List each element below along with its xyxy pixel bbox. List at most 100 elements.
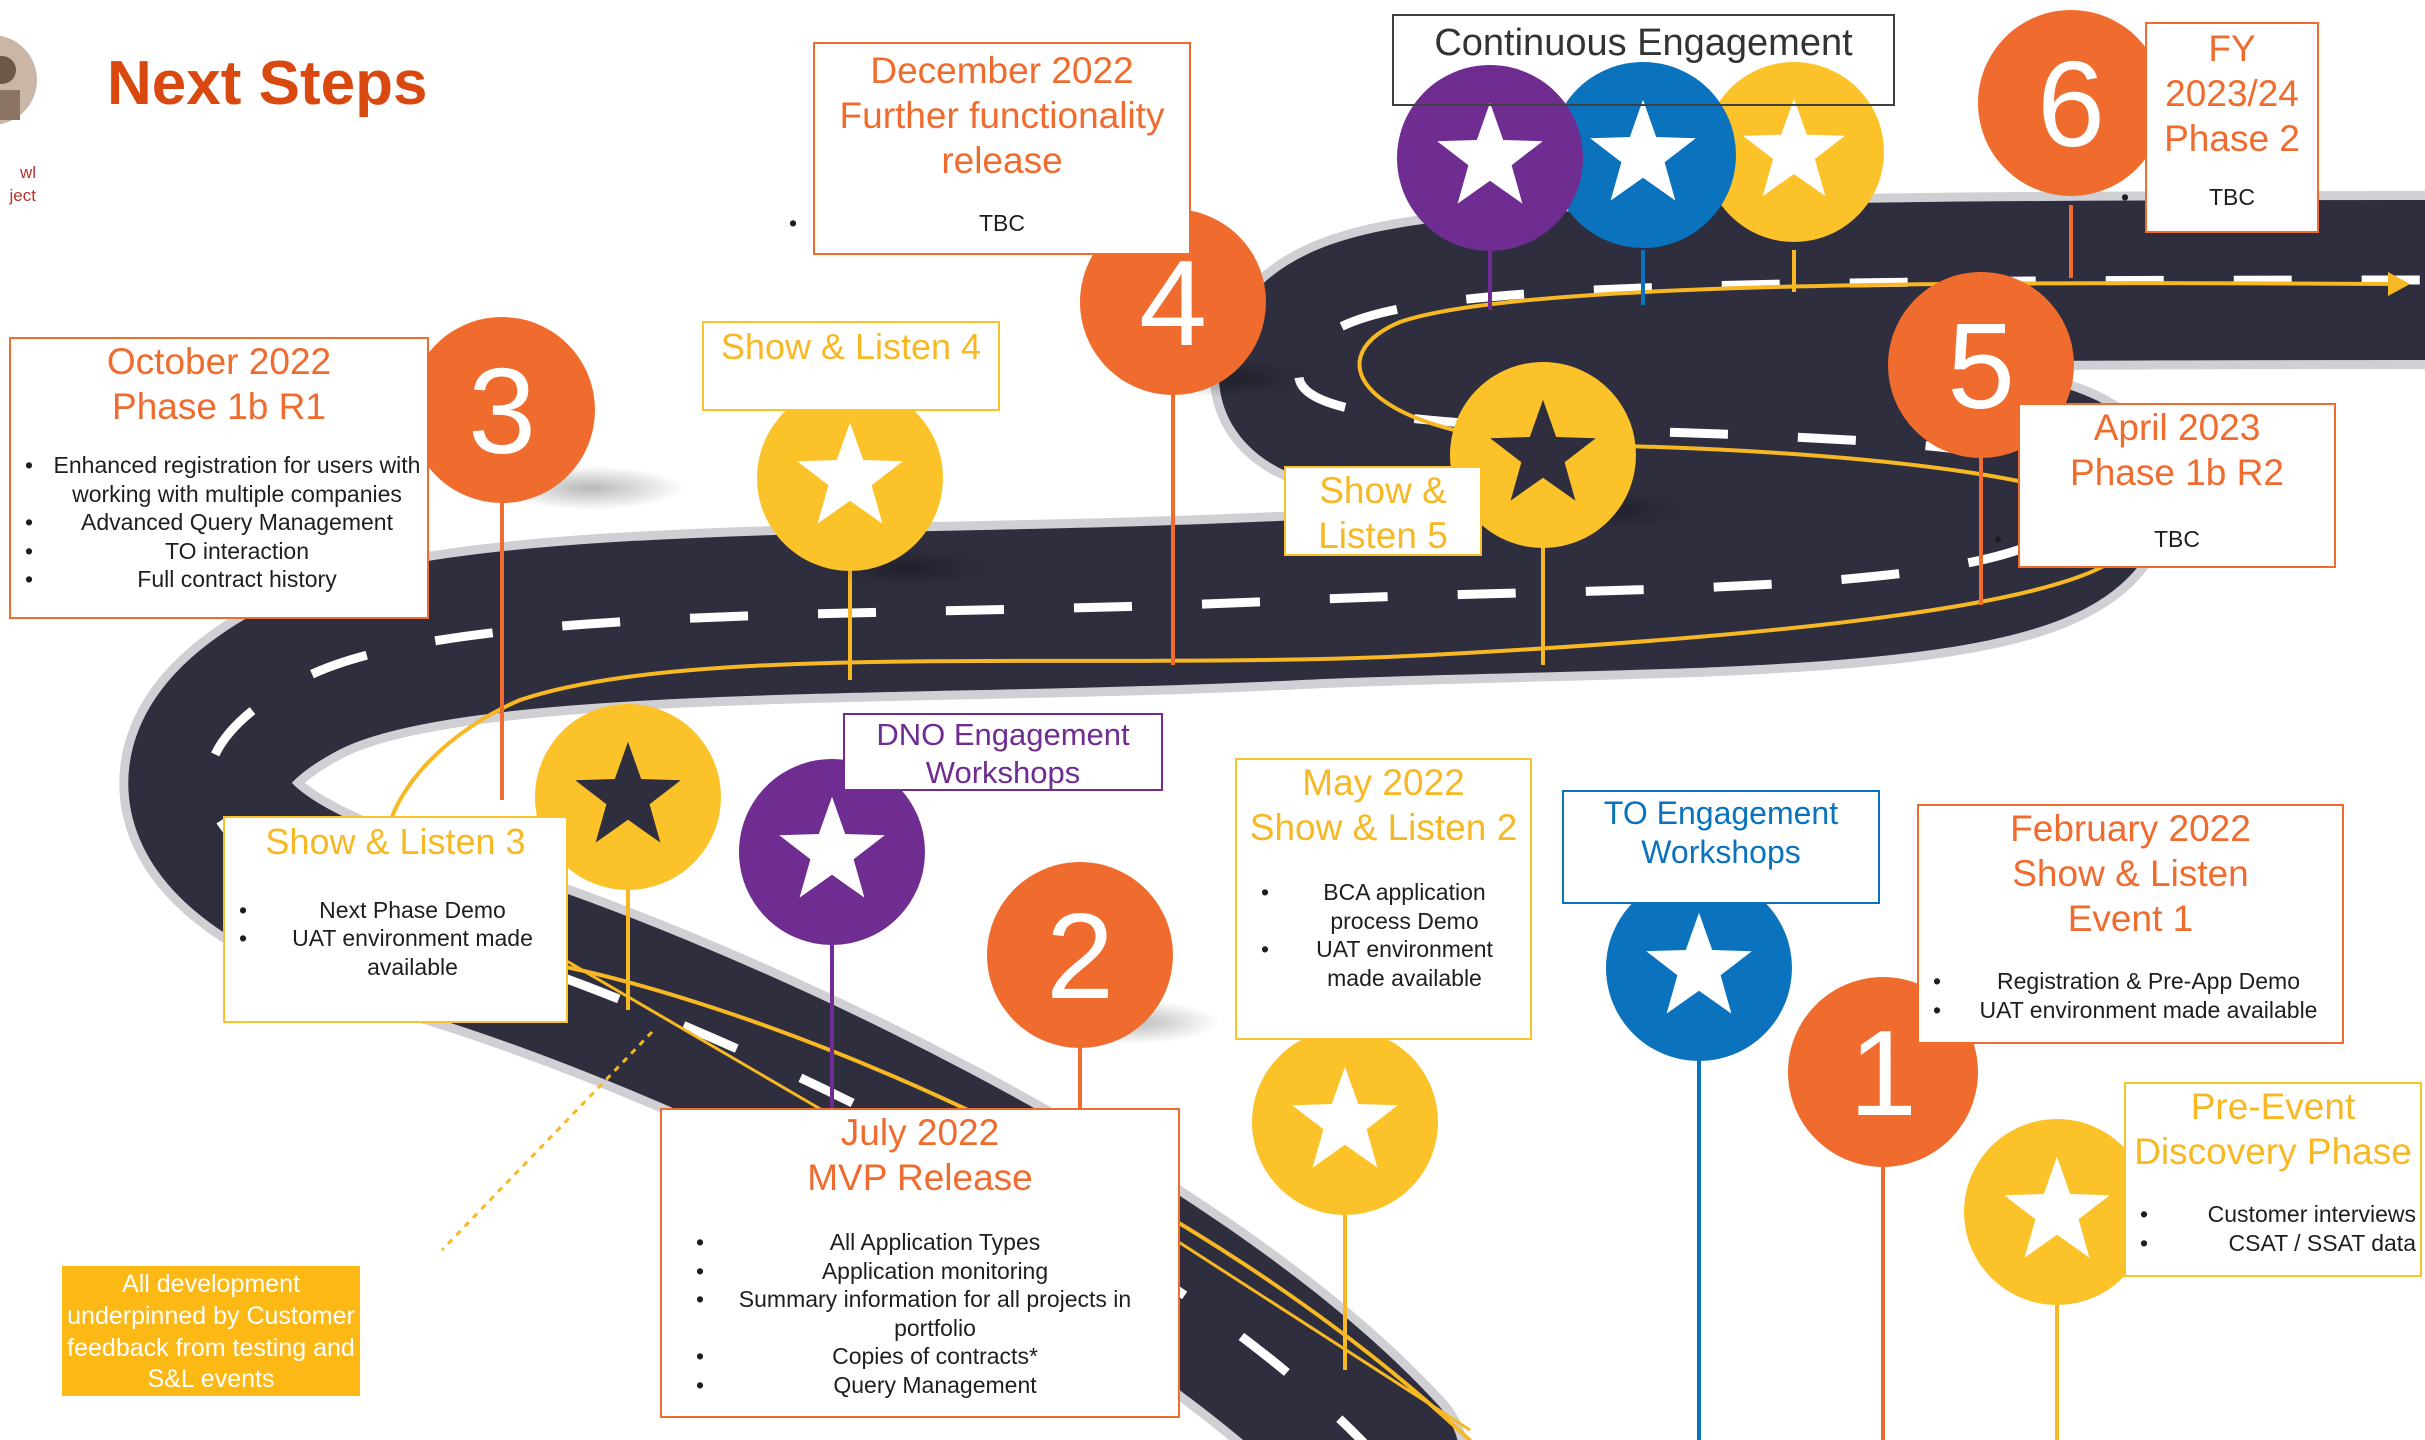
list-item: Copies of contracts* <box>696 1342 1148 1371</box>
show-listen-5-box: Show & Listen 5 <box>1284 466 1482 556</box>
show-listen-5-title: Show & Listen 5 <box>1286 468 1480 558</box>
list-item: TBC <box>1994 525 2334 554</box>
list-item: Query Management <box>696 1371 1148 1400</box>
list-item: Enhanced registration for users with wor… <box>25 451 423 508</box>
list-item: Customer interviews <box>2140 1200 2416 1229</box>
svg-text:3: 3 <box>468 343 536 479</box>
show-listen-3-title: Show & Listen 3 <box>265 821 526 862</box>
milestone-1-title-line: Show & Listen <box>2012 853 2249 895</box>
star-pin-pre-event[interactable] <box>1964 1119 2150 1305</box>
event-pins <box>535 62 2150 1305</box>
milestone-3-title-line: October 2022 <box>106 341 332 382</box>
page-title: Next Steps <box>107 49 428 118</box>
milestone-2-title: July 2022 MVP Release <box>662 1110 1178 1200</box>
milestone-pin-2[interactable]: 2 <box>987 862 1173 1048</box>
milestone-1-title-line: February 2022 <box>2010 808 2251 849</box>
milestone-4-title: December 2022 Further functionality rele… <box>815 48 1189 183</box>
show-listen-3-box: Show & Listen 3 Next Phase Demo UAT envi… <box>223 816 568 1023</box>
avatar-caption-line2: ject <box>9 185 36 205</box>
milestone-6-bullets: TBC <box>2121 183 2317 212</box>
milestone-pin-4[interactable]: 4 <box>1080 209 1266 395</box>
svg-text:4: 4 <box>1139 235 1207 371</box>
list-item: All Application Types <box>696 1228 1148 1257</box>
list-item: Application monitoring <box>696 1257 1148 1286</box>
star-pin-show-listen-4[interactable] <box>757 385 943 571</box>
connectors <box>440 958 1471 1432</box>
milestone-4-bullets: TBC <box>789 209 1189 238</box>
milestone-6-title: FY 2023/24 Phase 2 <box>2147 26 2317 161</box>
list-item: BCA application process Demo <box>1261 878 1522 935</box>
milestone-5-title: April 2023 Phase 1b R2 <box>2020 405 2334 495</box>
list-item: CSAT / SSAT data <box>2140 1229 2416 1258</box>
milestone-3-title-line: Phase 1b R1 <box>112 386 326 428</box>
milestone-2-bullets: All Application Types Application monito… <box>696 1228 1148 1400</box>
to-workshops-box: TO Engagement Workshops <box>1562 790 1880 904</box>
show-listen-2-title-line: Show & Listen 2 <box>1249 807 1518 849</box>
milestone-3-title: October 2022 Phase 1b R1 <box>11 339 427 429</box>
milestone-6-title-line: 2023/24 <box>2165 73 2299 115</box>
avatar <box>0 35 37 125</box>
to-workshops-title-line: TO Engagement <box>1603 795 1839 831</box>
milestone-6-box: FY 2023/24 Phase 2 TBC <box>2121 22 2319 233</box>
svg-text:2: 2 <box>1046 888 1114 1024</box>
milestone-4-box: December 2022 Further functionality rele… <box>789 42 1191 255</box>
star-pin-dno-workshops[interactable] <box>739 759 925 945</box>
show-listen-2-box: May 2022 Show & Listen 2 BCA application… <box>1235 758 1532 1040</box>
dno-workshops-box: DNO Engagement Workshops <box>843 713 1163 791</box>
show-listen-3-bullets: Next Phase Demo UAT environment made ava… <box>239 896 560 982</box>
milestone-1-title-line: Event 1 <box>2067 898 2194 940</box>
milestone-5-title-line: April 2023 <box>2093 407 2261 448</box>
dno-workshops-title: DNO Engagement Workshops <box>845 716 1161 792</box>
list-item: Next Phase Demo <box>239 896 560 925</box>
pre-event-title-line: Pre-Event <box>2190 1086 2356 1127</box>
milestone-4-title-line: December 2022 <box>870 50 1134 91</box>
pre-event-title: Pre-Event Discovery Phase <box>2126 1084 2420 1174</box>
star-pin-show-listen-3[interactable] <box>535 704 721 890</box>
star-pin-continuous-purple[interactable] <box>1397 65 1583 251</box>
list-item: Full contract history <box>25 565 423 594</box>
continuous-engagement-box: Continuous Engagement <box>1392 14 1895 106</box>
list-item: Summary information for all projects in … <box>696 1285 1148 1342</box>
milestone-2-box: July 2022 MVP Release All Application Ty… <box>660 1108 1180 1418</box>
show-listen-5-title-line: Listen 5 <box>1318 515 1448 557</box>
star-pin-show-listen-5[interactable] <box>1450 362 1636 548</box>
avatar-caption: wl ject <box>0 162 36 208</box>
svg-text:1: 1 <box>1849 1005 1917 1141</box>
list-item: TBC <box>789 209 1189 238</box>
list-item: UAT environment made available <box>1933 996 2338 1025</box>
svg-text:5: 5 <box>1947 298 2015 434</box>
star-pin-show-listen-2[interactable] <box>1252 1029 1438 1215</box>
milestone-6-title-line: Phase 2 <box>2164 118 2300 160</box>
show-listen-2-title-line: May 2022 <box>1302 762 1465 803</box>
pre-event-box: Pre-Event Discovery Phase Customer inter… <box>2124 1082 2422 1277</box>
milestone-pin-6[interactable]: 6 <box>1978 10 2164 196</box>
list-item: Advanced Query Management <box>25 508 423 537</box>
milestone-5-bullets: TBC <box>1994 525 2334 554</box>
dno-workshops-title-line: DNO Engagement <box>876 717 1130 752</box>
milestone-pins: 1 2 3 4 5 6 <box>409 10 2164 1167</box>
milestone-1-title: February 2022 Show & Listen Event 1 <box>1919 806 2342 941</box>
list-item: TO interaction <box>25 537 423 566</box>
star-pin-continuous-blue[interactable] <box>1550 62 1736 248</box>
milestone-pin-3[interactable]: 3 <box>409 317 595 503</box>
milestone-6-title-line: FY <box>2208 28 2256 69</box>
milestone-5-title-line: Phase 1b R2 <box>2070 452 2284 494</box>
milestone-1-bullets: Registration & Pre-App Demo UAT environm… <box>1933 967 2338 1025</box>
milestone-5-box: April 2023 Phase 1b R2 TBC <box>1994 403 2336 568</box>
milestone-3-box: October 2022 Phase 1b R1 Enhanced regist… <box>9 337 429 619</box>
pre-event-title-line: Discovery Phase <box>2134 1131 2412 1173</box>
continuous-engagement-title: Continuous Engagement <box>1434 22 1853 64</box>
list-item: Registration & Pre-App Demo <box>1933 967 2338 996</box>
show-listen-2-bullets: BCA application process Demo UAT environ… <box>1261 878 1522 992</box>
list-item: UAT environment made available <box>239 924 560 981</box>
list-item: UAT environment made available <box>1261 935 1522 992</box>
list-item: TBC <box>2121 183 2317 212</box>
show-listen-4-title: Show & Listen 4 <box>720 326 982 367</box>
star-pin-continuous-yellow[interactable] <box>1704 62 1884 242</box>
svg-text:6: 6 <box>2037 36 2105 172</box>
milestone-1-box: February 2022 Show & Listen Event 1 Regi… <box>1917 804 2344 1044</box>
avatar-caption-line1: wl <box>19 163 36 182</box>
star-pin-to-workshops[interactable] <box>1606 875 1792 1061</box>
development-note: All development underpinned by Customer … <box>62 1266 360 1396</box>
